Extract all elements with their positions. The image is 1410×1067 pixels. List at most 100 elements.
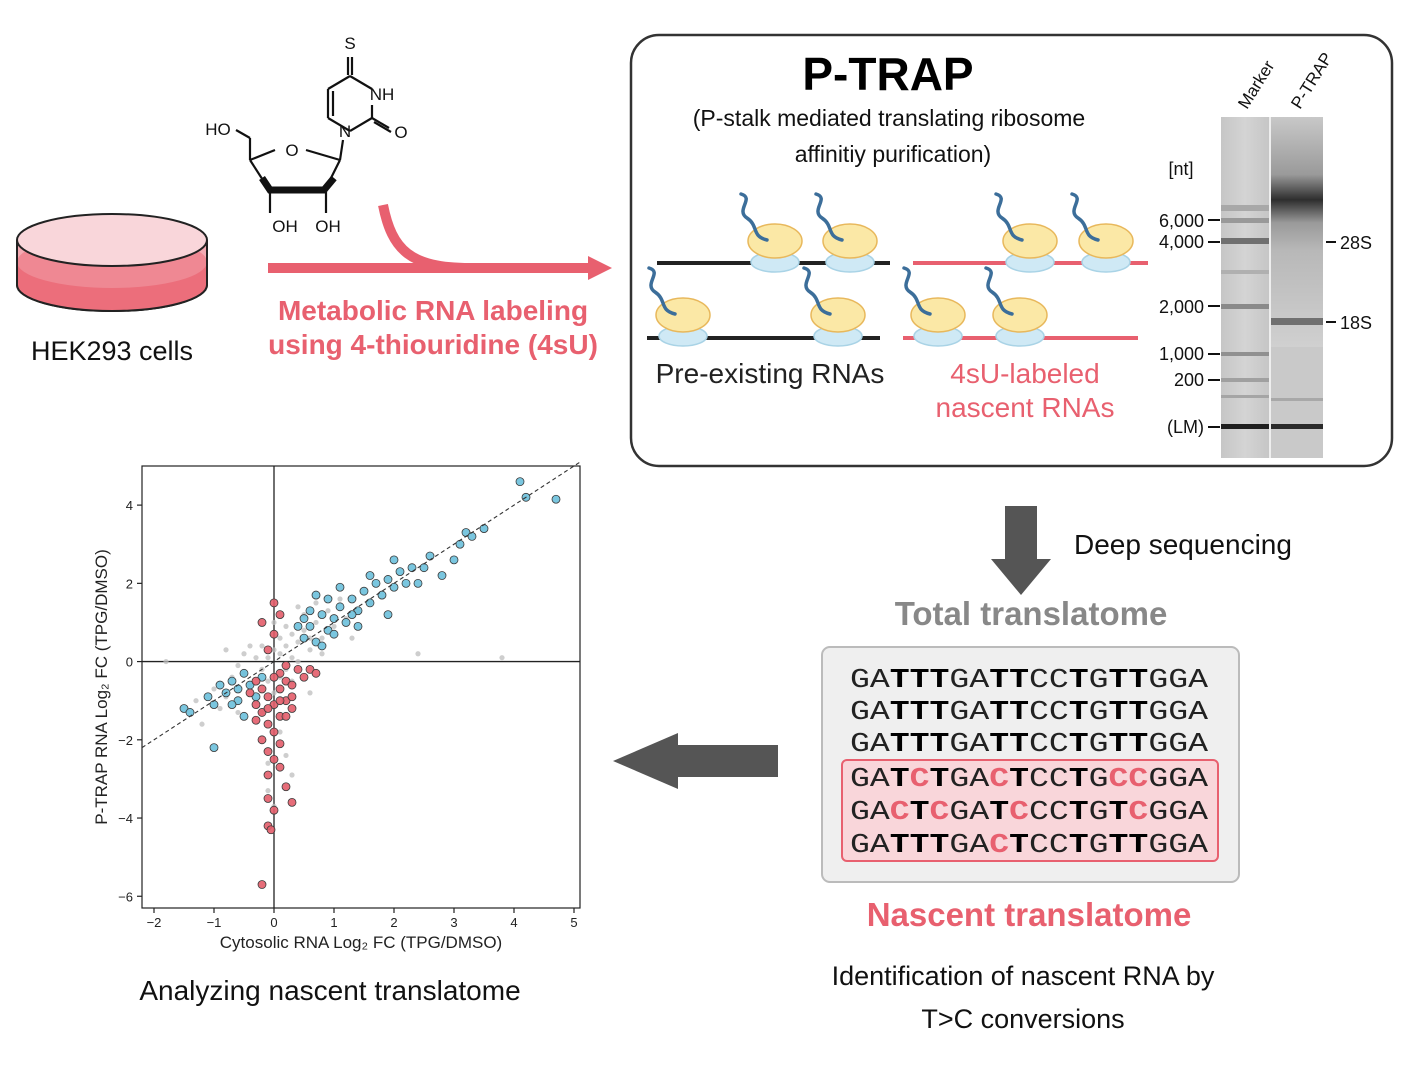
cells-label: HEK293 cells: [31, 336, 193, 366]
gel-unit-label: [nt]: [1168, 159, 1193, 179]
data-point: [287, 704, 297, 713]
data-point: [317, 641, 327, 651]
data-point: [251, 700, 261, 710]
data-point: [257, 684, 267, 694]
nascent-peptide-icon: [902, 266, 932, 316]
data-point: [377, 590, 387, 600]
sequence-segment: G: [1089, 831, 1109, 861]
data-point: [163, 658, 169, 665]
sequence-segment: GA: [949, 666, 990, 696]
nascent-peptide-icon: [814, 192, 844, 242]
data-point: [329, 629, 339, 639]
ptrap-subtitle-line2: affinitiy purification): [795, 141, 991, 167]
data-point: [269, 629, 279, 639]
data-point: [203, 692, 213, 702]
sequence-segment: GGA: [1148, 798, 1209, 828]
data-point: [295, 604, 301, 610]
data-point: [263, 692, 273, 702]
ribosome-icon: [739, 192, 803, 273]
sequence-segment: TTT: [890, 730, 950, 760]
data-point: [263, 719, 273, 729]
sequence-segment: G: [1089, 798, 1109, 828]
sequence-segment: GA: [949, 831, 990, 861]
sequence-segment: GA: [850, 698, 891, 728]
data-point: [287, 692, 297, 702]
data-point: [209, 743, 219, 753]
data-point: [289, 772, 295, 778]
x-tick-label: 2: [390, 915, 397, 930]
x-tick-label: −1: [207, 915, 222, 930]
nascent-peptide-icon: [1070, 192, 1100, 242]
data-point: [185, 708, 195, 717]
y-tick-label: −6: [118, 889, 133, 904]
sequencing-label: Deep sequencing: [1074, 529, 1292, 560]
atom-oh-1: OH: [272, 217, 298, 236]
data-point: [299, 672, 309, 682]
data-point: [287, 797, 297, 807]
nascent-translatome-title: Nascent translatome: [867, 896, 1192, 933]
data-point: [265, 678, 271, 684]
data-point: [313, 619, 319, 626]
data-point: [437, 571, 447, 580]
thiouridine-structure: [235, 57, 392, 213]
sequence-segment: GA: [949, 698, 990, 728]
sequence-segment: GGA: [1148, 831, 1209, 861]
x-tick-label: 4: [510, 915, 517, 930]
data-point: [389, 582, 399, 592]
data-point: [407, 563, 417, 573]
data-point: [283, 643, 289, 649]
labeling-text-line1: Metabolic RNA labeling: [278, 295, 588, 326]
data-point: [257, 880, 267, 889]
y-axis-label: P-TRAP RNA Log₂ FC (TPG/DMSO): [92, 549, 111, 825]
ptrap-title: P-TRAP: [802, 48, 973, 100]
sequencing-arrow-icon: [991, 506, 1051, 595]
data-point: [299, 614, 309, 623]
data-point: [295, 658, 301, 665]
sequence-segment: T: [1069, 765, 1089, 795]
molecule-atoms: S NH O N HO O OH OH: [205, 34, 407, 236]
gel-tick-6000: 6,000: [1159, 211, 1204, 231]
data-point: [277, 729, 283, 735]
ribosome-icon: [984, 266, 1048, 347]
data-point: [259, 643, 265, 649]
data-point: [319, 635, 325, 641]
data-point: [265, 760, 271, 766]
atom-nh: NH: [370, 85, 395, 104]
atom-o-ring: O: [285, 141, 298, 160]
labeled-label-line1: 4sU-labeled: [950, 358, 1099, 389]
sequence-segment: GA: [850, 798, 891, 828]
sequence-segment: GGA: [1148, 666, 1209, 696]
sequence-segment: G: [1089, 698, 1109, 728]
nascent-peptide-icon: [984, 266, 1014, 316]
data-point: [401, 578, 411, 588]
nascent-peptide-icon: [802, 266, 832, 316]
data-point: [499, 655, 505, 661]
atom-oh-2: OH: [315, 217, 341, 236]
data-point: [265, 655, 271, 661]
data-point: [269, 672, 279, 682]
analysis-label: Analyzing nascent translatome: [139, 975, 520, 1006]
data-point: [251, 676, 261, 686]
sequence-segment: GGA: [1148, 698, 1209, 728]
data-point: [305, 606, 315, 616]
atom-n: N: [339, 122, 351, 141]
data-point: [467, 532, 477, 541]
data-point: [347, 610, 357, 620]
data-point: [193, 698, 199, 704]
x-tick-label: 3: [450, 915, 457, 930]
data-point: [449, 555, 459, 565]
sequence-segment: C: [1128, 798, 1148, 828]
gel-image: [1221, 117, 1323, 458]
sequence-segment: TT: [1109, 831, 1149, 861]
data-point: [359, 586, 369, 596]
x-axis-label: Cytosolic RNA Log₂ FC (TPG/DMSO): [220, 933, 502, 952]
sequence-segment: T: [1069, 798, 1089, 828]
sequence-segment: T: [1109, 798, 1129, 828]
data-point: [313, 600, 319, 606]
sequence-segment: G: [1089, 730, 1109, 760]
plot-frame: [141, 465, 581, 909]
